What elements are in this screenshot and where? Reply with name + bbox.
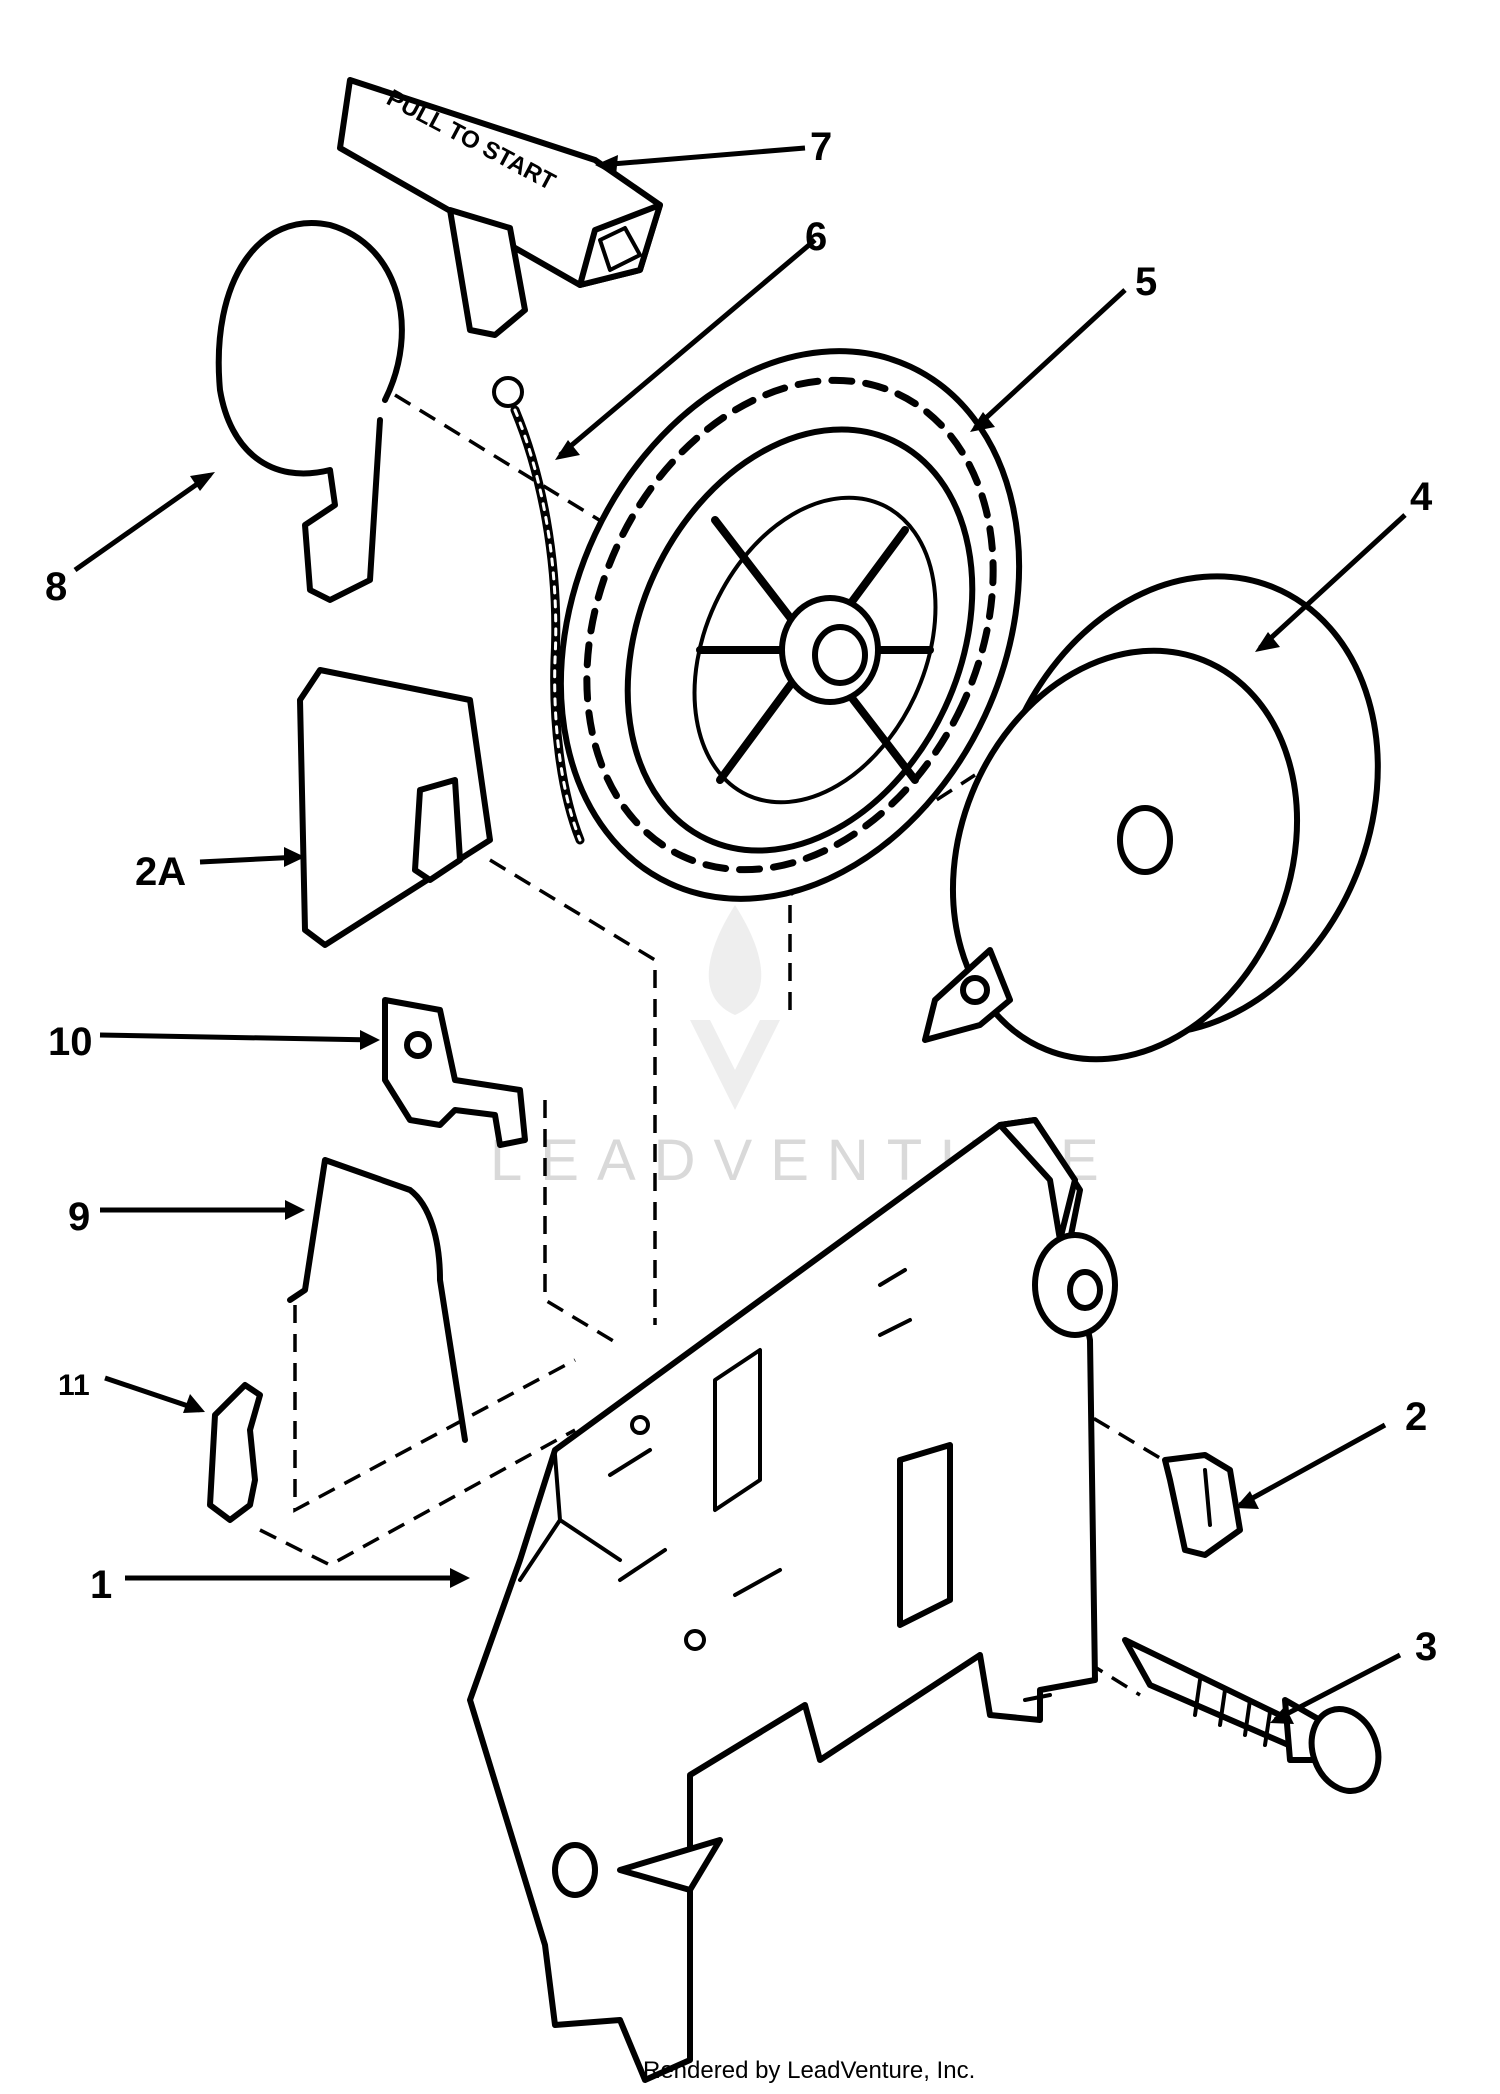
- callout-3: 3: [1415, 1625, 1437, 1669]
- key-plate: [382, 997, 528, 1148]
- callout-11-label: 11: [58, 1369, 90, 1402]
- callout-9-label: 9: [68, 1195, 90, 1239]
- callout-10: 10: [48, 1020, 93, 1064]
- callout-2-label: 2: [1405, 1395, 1427, 1439]
- starter-pulley: [557, 348, 1023, 902]
- callout-2a: 2A: [135, 850, 186, 894]
- callout-labels: 7 6 5 4 8 2A 10 1 9 11 1 2 3: [45, 125, 1437, 1669]
- spring-clip: [207, 1382, 263, 1523]
- credit-text: Rendered by LeadVenture, Inc.: [643, 2057, 975, 2084]
- callout-5: 5: [1135, 260, 1157, 304]
- shoulder-pin: [1122, 1637, 1382, 1794]
- clip-latch: [1162, 1452, 1243, 1558]
- callout-leaders: [73, 145, 1407, 1724]
- rope-guide-wire: [215, 220, 405, 603]
- starter-handle: PULL TO START: [337, 77, 663, 338]
- starter-rope: [492, 376, 585, 845]
- callout-8: 8: [45, 565, 67, 609]
- callout-4: 4: [1410, 475, 1433, 519]
- wire-spring: [287, 1157, 468, 1443]
- callout-1: 1: [90, 1563, 112, 1607]
- spring-housing: [922, 573, 1381, 1063]
- callout-6: 6: [805, 215, 827, 259]
- bracket-base: [467, 1117, 1118, 2083]
- starter-plate: [297, 667, 493, 948]
- callout-7: 7: [810, 125, 832, 169]
- watermark-logo: [690, 905, 780, 1110]
